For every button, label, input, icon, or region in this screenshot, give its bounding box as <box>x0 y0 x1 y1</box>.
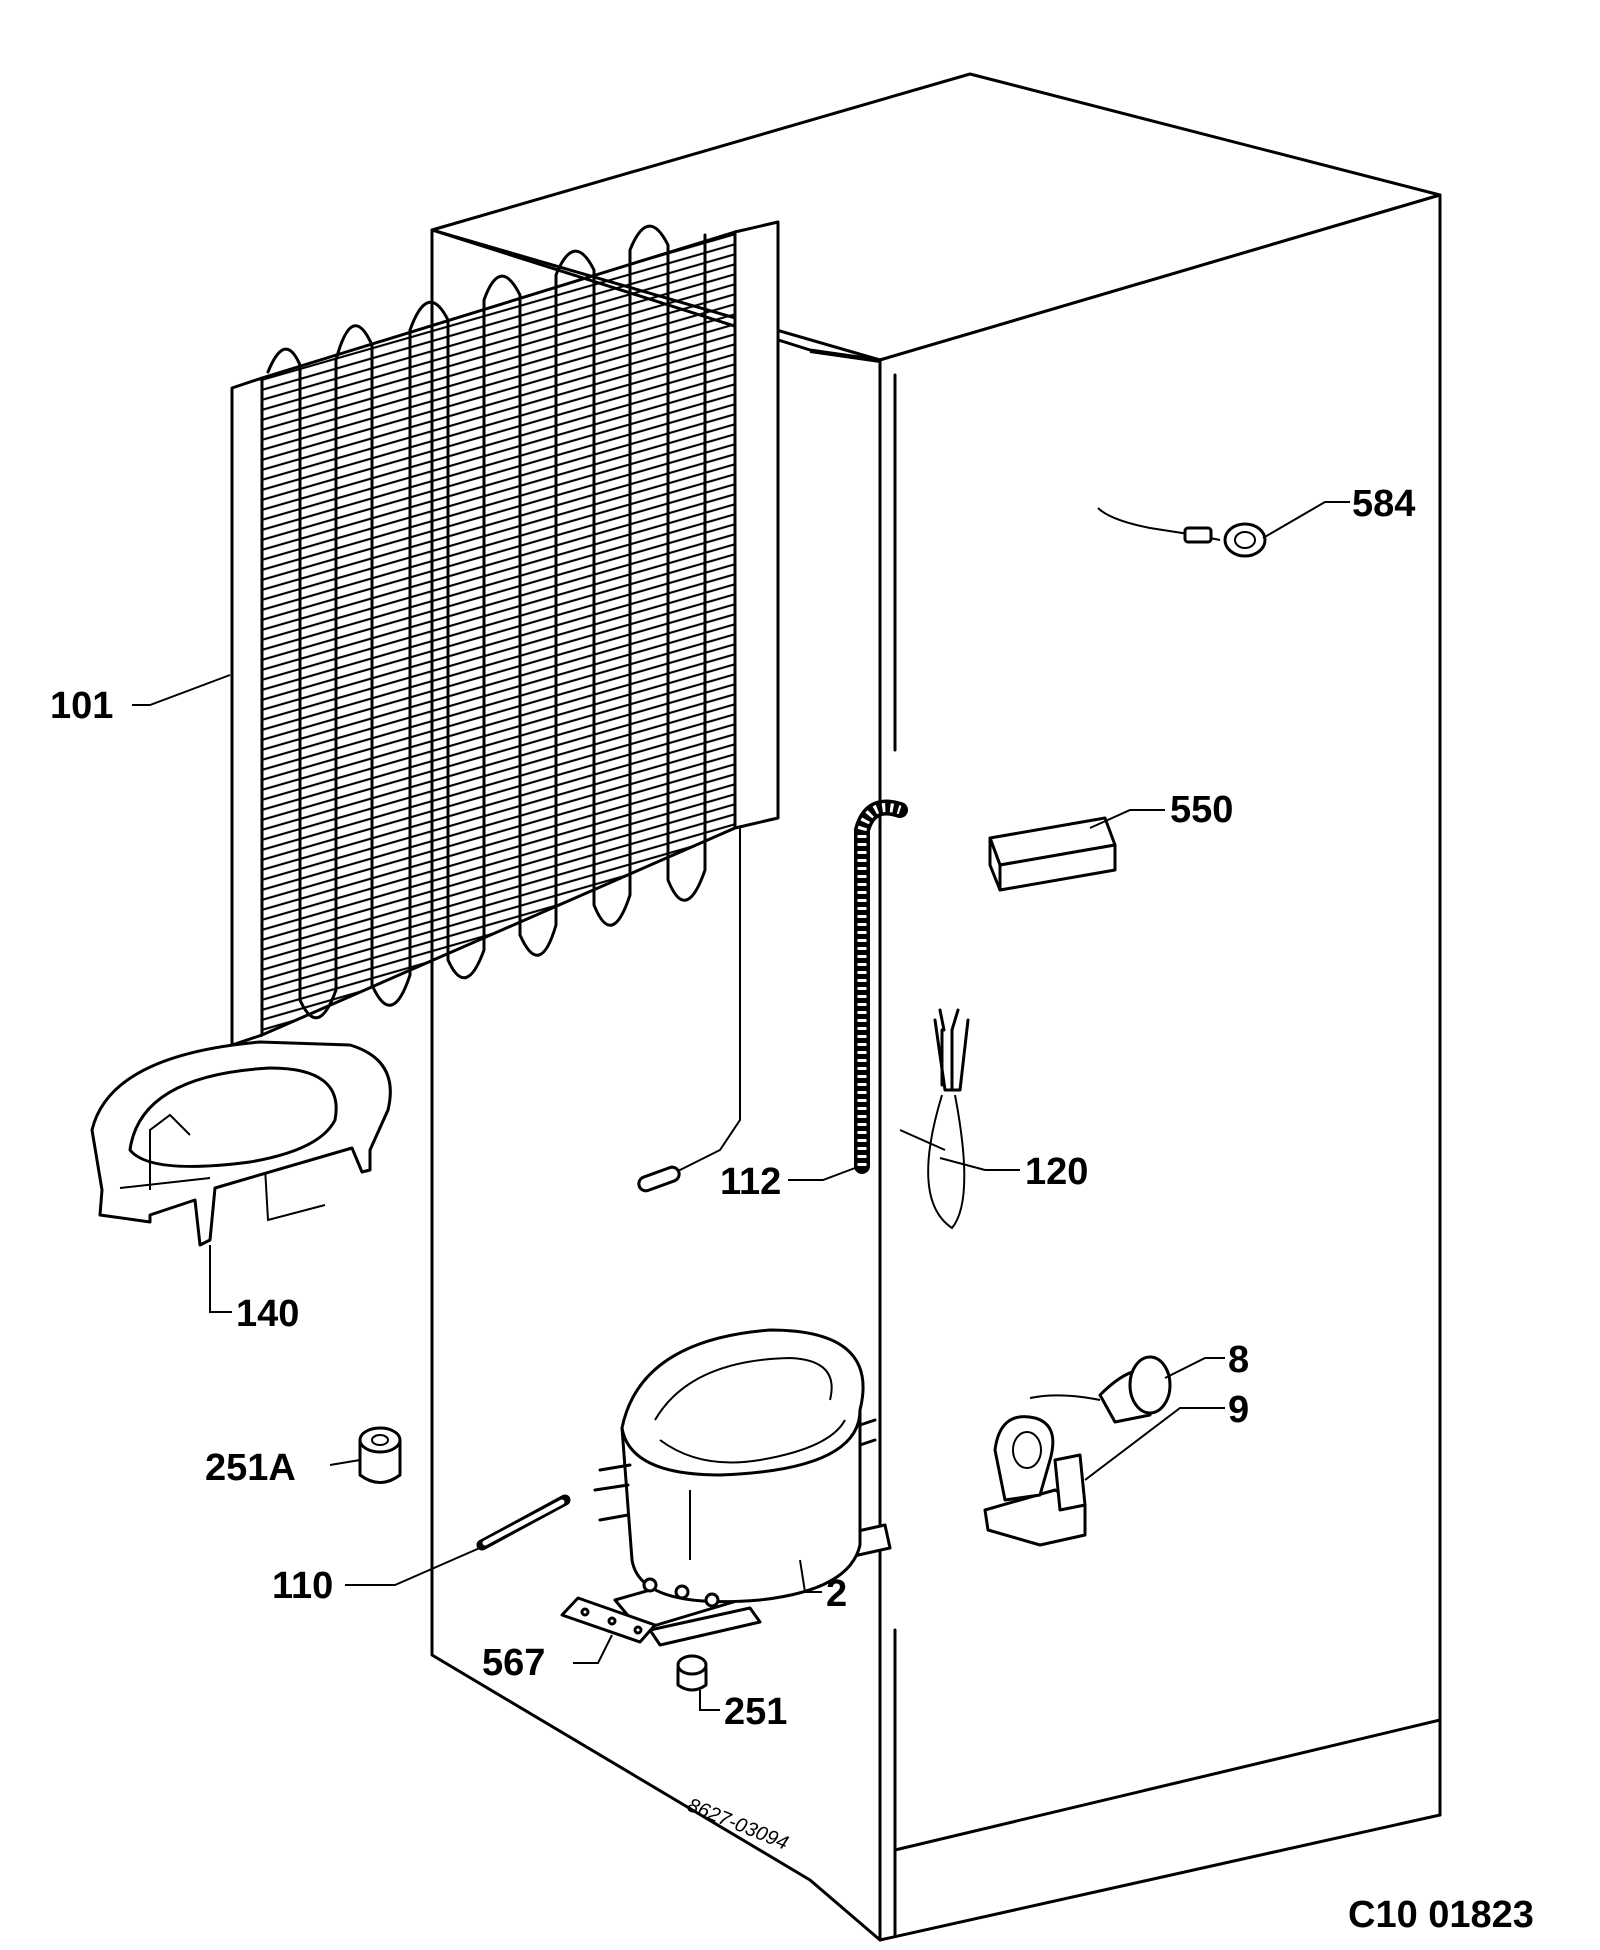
label-110: 110 <box>272 1565 333 1607</box>
drawing-code: C10 01823 <box>1348 1894 1534 1936</box>
label-140: 140 <box>236 1293 299 1335</box>
grommet-251a <box>358 1426 402 1484</box>
label-9: 9 <box>1228 1389 1249 1431</box>
tube-112 <box>854 799 908 1174</box>
part-120 <box>899 1008 970 1230</box>
label-567: 567 <box>482 1642 545 1684</box>
relay-8 <box>1029 1355 1172 1424</box>
plate-567 <box>560 1596 657 1644</box>
leader-lines <box>132 501 1350 1711</box>
sleeve-110 <box>476 1494 571 1551</box>
drip-tray-140 <box>90 1040 392 1247</box>
label-584: 584 <box>1352 483 1415 525</box>
compressor-2 <box>593 1328 892 1647</box>
condenser-101 <box>230 220 780 1222</box>
part-labels: 584 101 550 112 120 140 8 9 251A 110 2 5… <box>50 483 1415 1733</box>
label-251: 251 <box>724 1691 787 1733</box>
label-112: 112 <box>720 1161 781 1203</box>
label-2: 2 <box>826 1573 847 1615</box>
label-101: 101 <box>50 685 113 727</box>
holder-550 <box>988 816 1117 892</box>
pin-584 <box>1097 507 1267 558</box>
label-251a: 251A <box>205 1447 296 1489</box>
label-120: 120 <box>1025 1151 1088 1193</box>
nut-251 <box>676 1654 708 1692</box>
label-550: 550 <box>1170 789 1233 831</box>
holder-9 <box>983 1415 1087 1547</box>
label-8: 8 <box>1228 1339 1249 1381</box>
